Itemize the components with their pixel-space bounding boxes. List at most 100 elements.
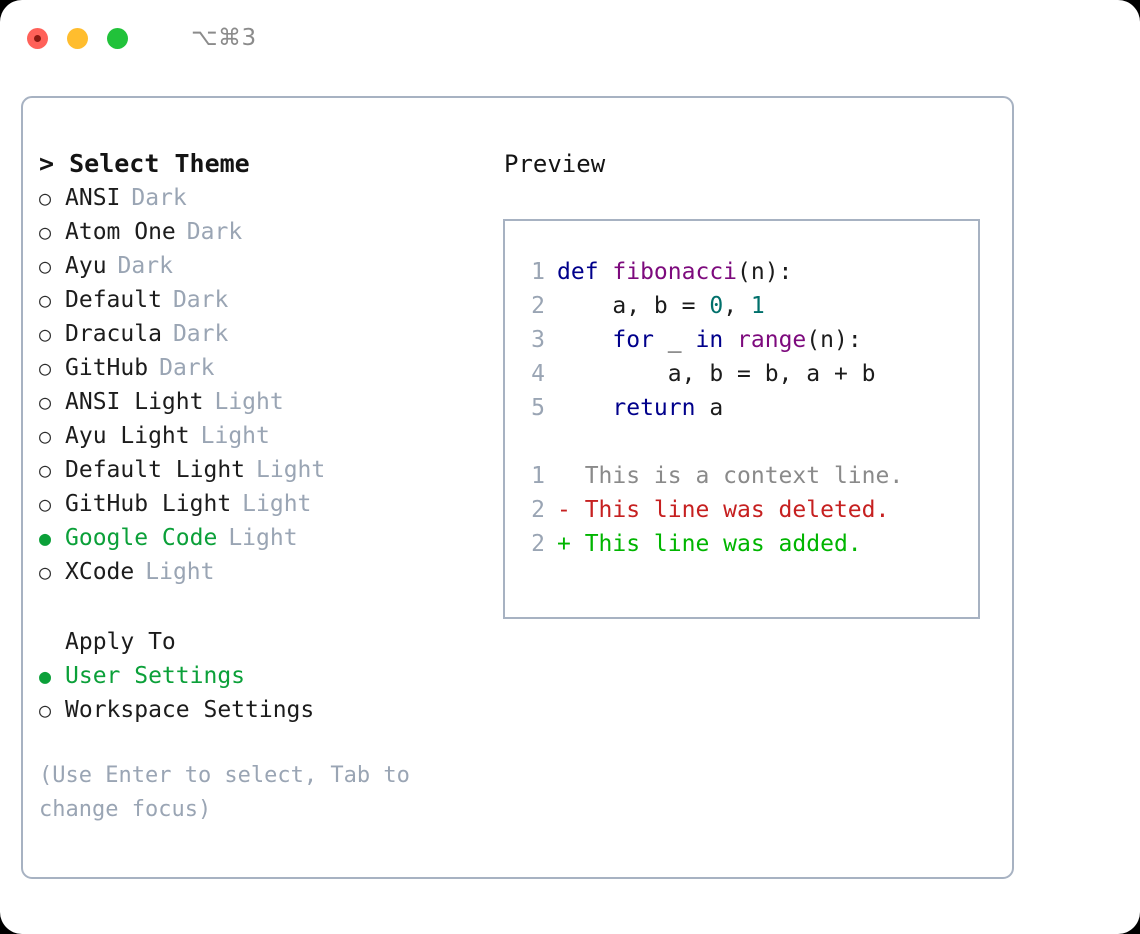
radio-unselected-icon: ○	[39, 424, 52, 448]
theme-option-label: GitHub Light	[65, 491, 232, 517]
title-bar: ⌥⌘3	[0, 0, 1140, 76]
close-button[interactable]	[27, 27, 48, 49]
keyboard-hint-text: (Use Enter to select, Tab to change focu…	[39, 763, 424, 822]
theme-option-label: Ayu Light	[65, 423, 190, 449]
token-kw: return	[612, 395, 696, 421]
token-pl: a, b = b, a + b	[557, 361, 876, 387]
theme-option-label: GitHub	[65, 355, 149, 381]
code-line: 5 return a	[523, 391, 978, 425]
token-num: 0	[709, 293, 724, 319]
code-line: 1 def fibonacci(n):	[523, 255, 978, 289]
token-pl	[557, 395, 612, 421]
code-text: return a	[557, 391, 723, 425]
theme-option-label: ANSI	[65, 185, 121, 211]
preview-title: Preview	[504, 150, 606, 178]
code-text: for _ in range(n):	[557, 323, 862, 357]
theme-option-label: XCode	[65, 559, 135, 585]
theme-option-3[interactable]: ○ Default Dark	[39, 283, 503, 317]
theme-option-label: Atom One	[65, 219, 176, 245]
theme-option-tag: Light	[242, 491, 312, 517]
theme-option-label: Ayu	[65, 253, 107, 279]
token-fn: fibonacci	[612, 259, 738, 285]
code-line: 2 a, b = 0, 1	[523, 289, 978, 323]
theme-option-tag: Dark	[172, 287, 229, 313]
token-fn: range	[737, 327, 807, 353]
token-pl: a	[695, 395, 724, 421]
token-pl	[723, 327, 737, 353]
theme-option-label: ANSI Light	[65, 389, 204, 415]
diff-line-del: 2 - This line was deleted.	[523, 493, 978, 527]
line-number: 1	[531, 259, 545, 285]
radio-unselected-icon: ○	[39, 492, 52, 516]
token-pl	[557, 327, 612, 353]
line-number: 1	[531, 463, 545, 489]
apply-to-list[interactable]: ●User Settings ○ Workspace Settings	[39, 659, 503, 727]
line-number: 3	[531, 327, 545, 353]
line-number: 2	[531, 293, 545, 319]
theme-option-4[interactable]: ○ Dracula Dark	[39, 317, 503, 351]
line-number: 4	[531, 361, 545, 387]
apply-to-option-label: User Settings	[65, 663, 246, 689]
diff-text: This is a context line.	[557, 463, 904, 489]
line-number: 2	[531, 531, 545, 557]
theme-option-tag: Dark	[159, 355, 215, 381]
minimize-button[interactable]	[67, 27, 88, 49]
theme-option-5[interactable]: ○ GitHub Dark	[39, 351, 503, 385]
code-text: def fibonacci(n):	[557, 255, 792, 289]
theme-option-6[interactable]: ○ ANSI Light Light	[39, 385, 503, 419]
theme-option-8[interactable]: ○ Default Light Light	[39, 453, 503, 487]
line-number: 2	[531, 497, 545, 523]
apply-to-option-0[interactable]: ●User Settings	[39, 659, 503, 693]
theme-option-tag: Light	[256, 457, 326, 483]
theme-option-tag: Dark	[172, 321, 229, 347]
code-line: 4 a, b = b, a + b	[523, 357, 978, 391]
theme-option-11[interactable]: ○ XCode Light	[39, 555, 503, 589]
radio-unselected-icon: ○	[39, 356, 52, 380]
theme-option-9[interactable]: ○ GitHub Light Light	[39, 487, 503, 521]
page-title: > Select Theme	[39, 149, 250, 178]
theme-option-10[interactable]: ● Google Code Light	[39, 521, 503, 555]
keyboard-shortcut-label: ⌥⌘3	[191, 25, 257, 51]
theme-option-label: Google Code	[65, 525, 218, 551]
apply-to-option-label: Workspace Settings	[65, 697, 315, 723]
radio-unselected-icon: ○	[39, 288, 52, 312]
radio-unselected-icon: ○	[39, 390, 52, 414]
radio-unselected-icon: ○	[39, 220, 52, 244]
apply-to-option-1[interactable]: ○ Workspace Settings	[39, 693, 503, 727]
token-pl: a, b =	[557, 293, 710, 319]
theme-option-label: Default	[65, 287, 162, 313]
diff-line-ctx: 1 This is a context line.	[523, 459, 978, 493]
diff-line-add: 2+ This line was added.	[523, 527, 978, 561]
spacer	[523, 425, 978, 459]
theme-option-tag: Light	[145, 559, 215, 585]
token-pl: (n):	[737, 259, 793, 285]
theme-option-label: Default Light	[65, 457, 246, 483]
code-text: a, b = b, a + b	[557, 357, 876, 391]
radio-unselected-icon: ○	[39, 322, 52, 346]
theme-option-tag: Light	[214, 389, 284, 415]
token-num: 1	[750, 293, 765, 319]
radio-unselected-icon: ○	[39, 560, 52, 584]
radio-selected-icon: ●	[39, 526, 52, 550]
code-text: a, b = 0, 1	[557, 289, 765, 323]
spacer	[39, 727, 503, 759]
radio-unselected-icon: ○	[39, 458, 52, 482]
maximize-button[interactable]	[107, 27, 128, 49]
theme-option-label: Dracula	[65, 321, 162, 347]
theme-option-tag: Dark	[117, 253, 173, 279]
theme-option-tag: Dark	[131, 185, 187, 211]
diff-text: - This line was deleted.	[557, 497, 890, 523]
token-pl: (n):	[806, 327, 862, 353]
diff-sample: 1 This is a context line. 2 - This line wa…	[523, 459, 978, 561]
radio-unselected-icon: ○	[39, 698, 52, 722]
theme-option-tag: Light	[228, 525, 298, 551]
